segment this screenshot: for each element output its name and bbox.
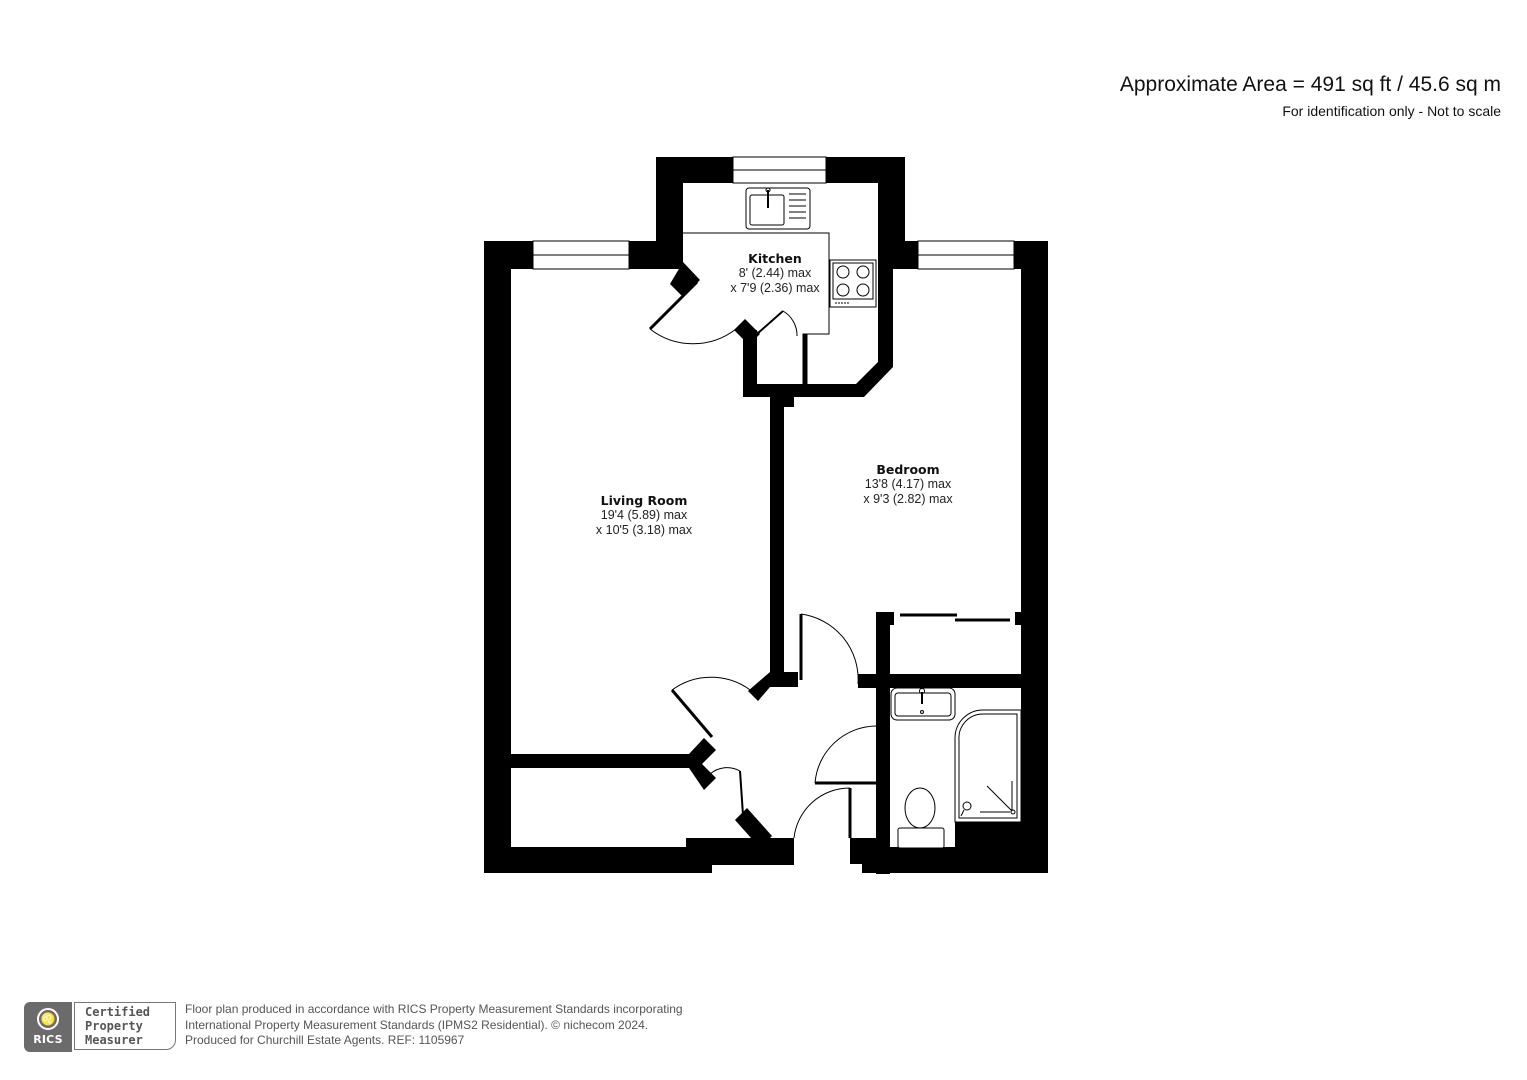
footer: ♌ RICS Certified Property Measurer Floor… [24,1002,683,1054]
windows [532,156,1015,270]
footer-line: International Property Measurement Stand… [185,1017,649,1032]
toilet-icon [897,787,945,849]
rics-logo: ♌ RICS [24,1002,72,1052]
room-label-bedroom: Bedroom 13'8 (4.17) max x 9'3 (2.82) max [863,462,952,507]
sink-icon [745,187,811,230]
footer-line: Floor plan produced in accordance with R… [185,1002,683,1016]
room-name: Bedroom [876,462,940,477]
room-name: Living Room [600,493,688,508]
footer-line: Produced for Churchill Estate Agents. RE… [185,1033,465,1047]
room-dimension: 8' (2.44) max [738,266,812,280]
room-label-kitchen: Kitchen 8' (2.44) max x 7'9 (2.36) max [730,251,819,296]
room-label-living-room: Living Room 19'4 (5.89) max x 10'5 (3.18… [596,493,692,538]
rics-label: RICS [33,1033,63,1046]
area-header: Approximate Area = 491 sq ft / 45.6 sq m… [1120,72,1501,120]
room-name: Kitchen [748,251,802,266]
footer-notes: Floor plan produced in accordance with R… [185,1002,683,1049]
room-dimension: x 7'9 (2.36) max [730,281,820,295]
kitchen-counter [683,232,830,335]
room-dimension: 13'8 (4.17) max [864,477,952,491]
basin-icon [890,687,956,721]
room-dimension: 19'4 (5.89) max [600,508,688,522]
lion-icon: ♌ [37,1008,59,1030]
approximate-area: Approximate Area = 491 sq ft / 45.6 sq m [1119,73,1501,96]
cert-line: Measurer [85,1033,143,1047]
living-left-wall [484,241,511,873]
cert-line: Property [85,1019,143,1033]
cert-line: Certified [85,1005,151,1019]
doors [648,280,877,839]
room-dimension: x 9'3 (2.82) max [863,492,953,506]
certified-measurer-badge: Certified Property Measurer [74,1002,176,1050]
bedroom-right-wall [1021,241,1048,873]
shower-icon [954,709,1022,823]
disclaimer: For identification only - Not to scale [1282,103,1501,119]
room-dimension: x 10'5 (3.18) max [595,523,693,537]
wardrobe-icon [900,613,1010,622]
hob-icon [829,259,877,308]
